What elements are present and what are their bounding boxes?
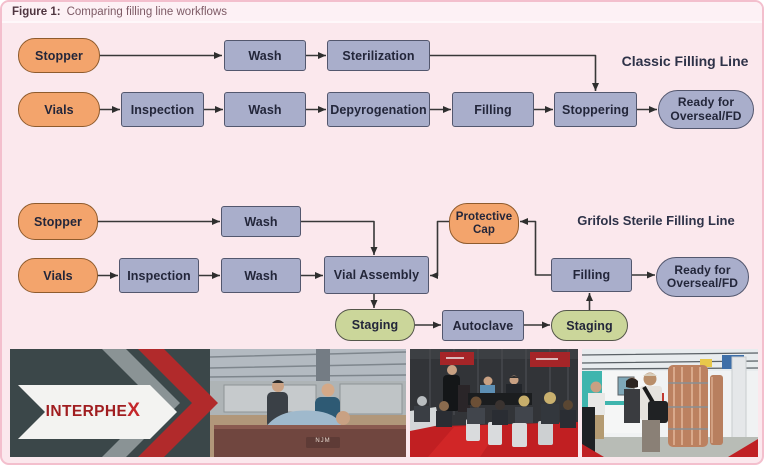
node-filling-classic: Filling: [452, 92, 534, 127]
conference-scene: [410, 349, 578, 457]
booth-scene: [582, 349, 758, 457]
node-label: Wash: [244, 268, 278, 283]
photo-strip: INTERPHEX NJM: [10, 349, 758, 457]
figure-number: Figure 1:: [12, 5, 61, 18]
node-label: Inspection: [130, 102, 195, 117]
node-vial-assembly: Vial Assembly: [324, 256, 429, 294]
figure-title: Comparing filling line workflows: [66, 5, 227, 18]
node-autoclave: Autoclave: [442, 310, 524, 341]
interphex-logo-text: INTERPHE: [45, 403, 128, 420]
node-label: Autoclave: [452, 318, 514, 333]
node-wash-vials-classic: Wash: [224, 92, 306, 127]
node-label: Vial Assembly: [333, 268, 420, 282]
white-chevron-band: [18, 385, 177, 439]
machine-brand-label: NJM: [315, 438, 331, 444]
node-label: Staging: [351, 318, 399, 332]
node-ready-classic: Ready for Overseal/FD: [658, 90, 754, 129]
node-vials-classic: Vials: [18, 92, 100, 127]
node-label: Filling: [474, 102, 512, 117]
node-ready-grifols: Ready for Overseal/FD: [656, 257, 749, 297]
node-label: Vials: [44, 102, 74, 117]
flowchart-canvas: Stopper Wash Sterilization Classic Filli…: [2, 25, 762, 349]
node-label-line1: Ready for: [674, 262, 731, 277]
node-label: Stopper: [34, 214, 82, 229]
red-chevron: [138, 349, 218, 457]
node-label: Sterilization: [342, 48, 415, 63]
node-staging-pre: Staging: [335, 309, 415, 341]
node-label: Staging: [566, 318, 613, 333]
node-inspection-grifols: Inspection: [119, 258, 199, 293]
figure-titlebar: Figure 1: Comparing filling line workflo…: [2, 2, 762, 23]
arrow-sterilization-stoppering: [430, 54, 599, 91]
node-staging-post: Staging: [551, 310, 628, 341]
node-depyrogenation: Depyrogenation: [327, 92, 430, 127]
caption-classic-line: Classic Filling Line: [621, 53, 749, 69]
node-stopper-classic: Stopper: [18, 38, 100, 73]
node-label-line2: Overseal/FD: [670, 108, 742, 123]
node-label-line2: Cap: [472, 223, 496, 236]
node-stopper-grifols: Stopper: [18, 203, 98, 240]
node-label-line2: Overseal/FD: [666, 276, 739, 290]
node-label: Stopper: [35, 48, 83, 63]
flow-arrows: [98, 52, 657, 329]
arrow-filling-protective-cap: [520, 218, 551, 276]
interphex-logo-x: X: [127, 400, 141, 421]
node-label: Inspection: [127, 268, 191, 283]
interphex-logo: INTERPHEX: [32, 400, 154, 422]
expo-machinery-scene: [10, 349, 406, 457]
interphex-banner-photo: INTERPHEX NJM: [10, 349, 406, 457]
caption-grifols-line: Grifols Sterile Filling Line: [577, 213, 735, 228]
node-protective-cap: Protective Cap: [449, 203, 519, 244]
node-wash-stopper-classic: Wash: [224, 40, 306, 71]
copper-vessel: [668, 365, 708, 447]
node-wash-vials-grifols: Wash: [221, 258, 301, 293]
node-label: Wash: [248, 48, 282, 63]
exhibit-booth-photo: [582, 349, 758, 457]
node-label-line1: Protective: [455, 210, 513, 223]
node-label: Wash: [248, 102, 282, 117]
node-label: Depyrogenation: [330, 102, 427, 117]
node-filling-grifols: Filling: [551, 258, 632, 292]
conference-session-photo: [410, 349, 578, 457]
node-label: Vials: [43, 268, 73, 283]
arrow-wash-vial-assembly-top: [301, 220, 378, 255]
node-inspection-classic: Inspection: [121, 92, 204, 127]
node-vials-grifols: Vials: [18, 258, 98, 293]
node-label: Stoppering: [562, 102, 629, 117]
node-label: Wash: [244, 214, 278, 229]
node-sterilization: Sterilization: [327, 40, 430, 71]
node-label: Filling: [572, 268, 611, 282]
node-wash-stopper-grifols: Wash: [221, 206, 301, 237]
arrow-protective-cap-vial-assembly: [430, 220, 449, 279]
node-label-line1: Ready for: [677, 95, 735, 110]
node-stoppering: Stoppering: [554, 92, 637, 127]
